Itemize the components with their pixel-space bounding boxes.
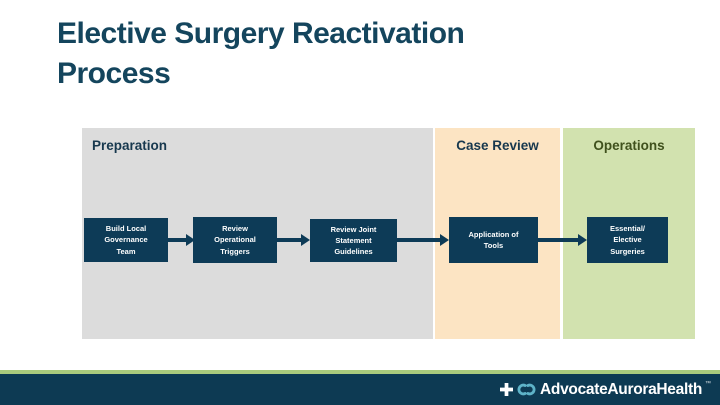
- brand-name: AdvocateAuroraHealth: [540, 380, 702, 398]
- page-title: Elective Surgery Reactivation Process: [57, 17, 465, 90]
- brand-logo: AdvocateAuroraHealth ™: [500, 374, 711, 405]
- interlocking-rings-icon: [517, 383, 536, 396]
- footer-accent-strip: [0, 370, 720, 374]
- flow-step-essential-elective-surgeries: Essential/ Elective Surgeries: [587, 217, 668, 263]
- footer-bar: AdvocateAuroraHealth ™: [0, 374, 720, 405]
- flow-arrow-1: [168, 234, 195, 246]
- column-preparation-label: Preparation: [92, 138, 168, 153]
- flow-step-build-local-governance-team: Build Local Governance Team: [84, 218, 168, 262]
- column-operations-label: Operations: [593, 138, 665, 153]
- flow-arrow-4: [538, 234, 587, 246]
- column-operations: Operations: [563, 128, 695, 339]
- column-case-review-label: Case Review: [456, 138, 539, 153]
- flow-arrow-3: [397, 234, 449, 246]
- flow-step-application-of-tools: Application of Tools: [449, 217, 538, 263]
- flow-step-review-operational-triggers: Review Operational Triggers: [193, 217, 277, 263]
- flow-step-review-joint-statement-guidelines: Review Joint Statement Guidelines: [310, 219, 397, 262]
- trademark-symbol: ™: [705, 381, 711, 387]
- flow-arrow-2: [277, 234, 310, 246]
- cross-icon: [500, 383, 514, 396]
